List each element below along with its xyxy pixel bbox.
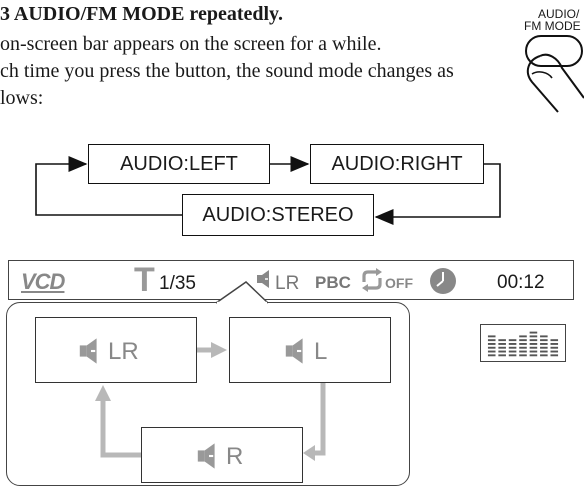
repeat-status-label: OFF xyxy=(385,275,413,291)
speaker-icon xyxy=(257,270,269,288)
pbc-label: PBC xyxy=(315,273,351,292)
flow-arrows xyxy=(35,156,501,225)
audio-mode-label: LR xyxy=(275,273,300,294)
mode-box-audio-stereo: AUDIO:STEREO xyxy=(182,194,374,236)
callout-mode-label: L xyxy=(314,338,328,365)
audio-mode-callout: LR L R xyxy=(6,302,410,486)
mode-box-audio-left: AUDIO:LEFT xyxy=(88,144,270,184)
callout-mode-label: LR xyxy=(108,338,139,365)
button-caption: FM MODE xyxy=(524,19,581,33)
speaker-icon xyxy=(79,338,97,364)
elapsed-time: 00:12 xyxy=(497,272,545,293)
speaker-icon xyxy=(285,338,303,364)
clock-icon xyxy=(430,268,456,294)
step-heading: 3 AUDIO/FM MODE repeatedly. xyxy=(0,3,283,25)
level-meter-icon xyxy=(480,324,566,362)
track-number: 1/35 xyxy=(159,273,196,294)
instruction-line: on-screen bar appears on the screen for … xyxy=(0,33,382,55)
mode-box-audio-right: AUDIO:RIGHT xyxy=(310,144,484,184)
on-screen-bar: VCD T 1/35 LR PBC OFF 00:12 xyxy=(8,260,574,300)
callout-mode-label: R xyxy=(226,443,244,470)
button-caption: AUDIO/ xyxy=(538,7,580,21)
callout-mode-l: L xyxy=(229,317,391,383)
finger-pressing-button-icon xyxy=(525,35,584,113)
repeat-icon xyxy=(362,268,382,292)
callout-arrows xyxy=(95,342,326,461)
speaker-icon xyxy=(197,443,215,469)
callout-mode-r: R xyxy=(141,427,303,483)
disc-type-label: VCD xyxy=(21,269,65,294)
instruction-line: ch time you press the button, the sound … xyxy=(0,60,454,82)
callout-mode-lr: LR xyxy=(35,317,197,383)
track-letter: T xyxy=(134,261,155,299)
instruction-line: lows: xyxy=(0,87,44,109)
